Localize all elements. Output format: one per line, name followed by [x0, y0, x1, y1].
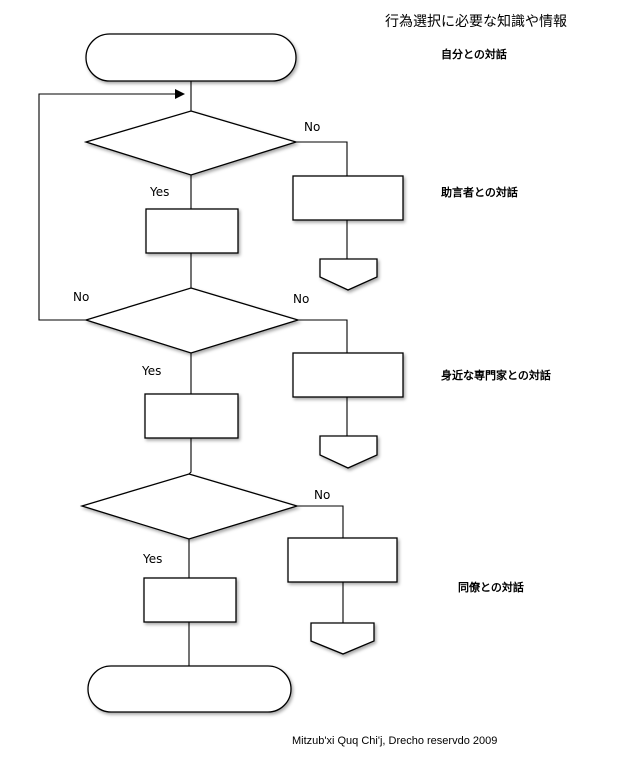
side-label-advisor: 助言者との対話: [441, 185, 518, 199]
process-3a: [143, 577, 237, 623]
connector-decision-1-no: [296, 141, 348, 176]
process-2b: [292, 352, 404, 398]
offpage-connector-3: [310, 622, 375, 655]
connector-decision-2-loop-back: [38, 89, 185, 321]
flowchart-shapes: [79, 33, 404, 713]
connector-decision-2-no: [298, 319, 348, 353]
side-label-expert: 身近な専門家との対話: [441, 368, 551, 382]
terminator-end: [87, 665, 292, 713]
process-1a: [145, 208, 239, 254]
edge-label-no-3: No: [314, 488, 330, 502]
decision-3: [79, 473, 300, 540]
connector-lines: [38, 81, 348, 666]
offpage-connector-2: [319, 435, 378, 469]
side-label-colleague: 同僚との対話: [458, 580, 524, 594]
diagram-title: 行為選択に必要な知識や情報: [385, 13, 567, 30]
edge-label-no-loop: No: [73, 290, 89, 304]
process-2a: [144, 393, 239, 439]
offpage-connector-1: [319, 258, 378, 291]
edge-label-yes-3: Yes: [142, 552, 162, 566]
connector-decision-3-no: [297, 505, 344, 538]
edge-label-no-1: No: [304, 120, 320, 134]
decision-2: [83, 287, 301, 354]
side-label-self: 自分との対話: [441, 47, 507, 61]
connector-process-2a-to-decision-3: [188, 438, 192, 475]
copyright-notice: Mitzub'xi Quq Chi'j, Drecho reservdo 200…: [292, 735, 497, 747]
process-3b: [287, 537, 398, 583]
process-1b: [292, 175, 404, 221]
decision-1: [83, 110, 299, 176]
edge-label-no-2: No: [293, 292, 309, 306]
edge-label-yes-2: Yes: [141, 364, 161, 378]
terminator-start: [85, 33, 297, 82]
edge-label-yes-1: Yes: [149, 185, 169, 199]
